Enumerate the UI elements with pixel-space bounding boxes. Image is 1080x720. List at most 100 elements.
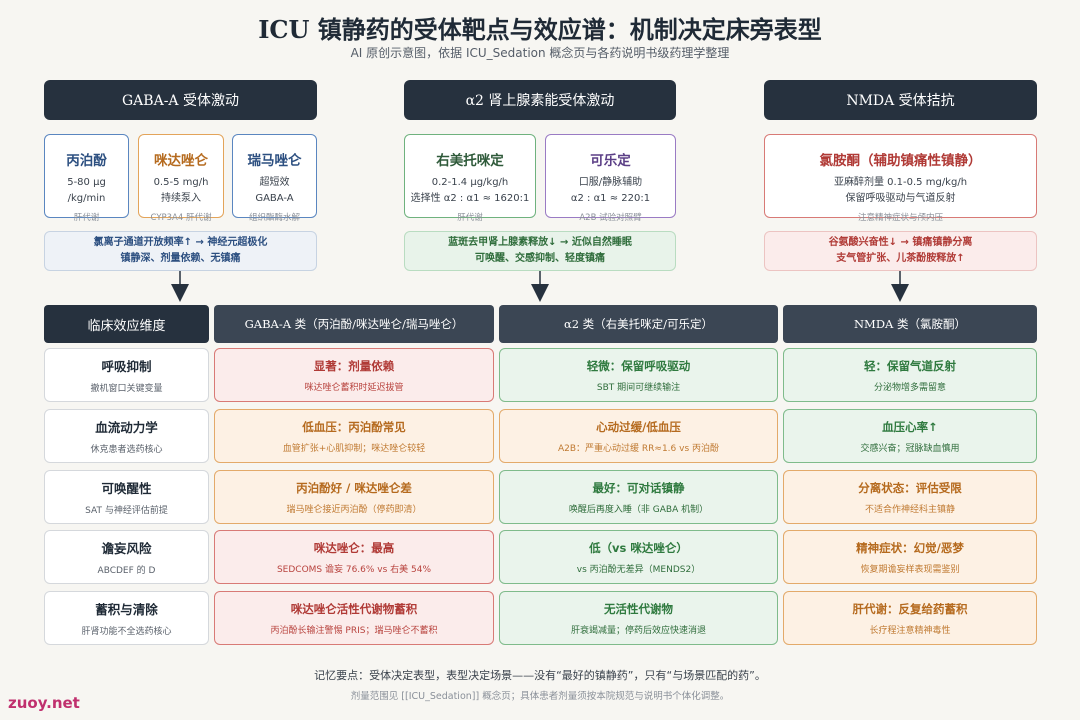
cell-sub: 长疗程注意精神毒性 [869,625,951,636]
cell-sub: 肝衰竭减量；停药后效应快速消退 [570,625,706,636]
row-label-hemodynamics: 血流动力学 休克患者选药核心 [44,409,209,463]
table-cell: 分离状态：评估受限 不适合作神经科主镇静 [783,470,1037,524]
cell-sub: 分泌物增多需留意 [873,382,946,393]
row-label-respiratory: 呼吸抑制 撤机窗口关键变量 [44,348,209,402]
column-header-alpha2: α2 类（右美托咪定/可乐定） [499,305,778,343]
drug-card-remimazolam: 瑞马唑仑 超短效 GABA-A 组织酯酶水解 [232,134,317,223]
table-corner-header: 临床效应维度 [44,305,209,343]
drug-card-ketamine: 氯胺酮（辅助镇痛性镇静） 亚麻醉剂量 0.1-0.5 mg/kg/h 保留呼吸驱… [764,134,1037,223]
drug-dose: 选择性 α2 : α1 ≈ 1620:1 [410,193,530,204]
mechanism-line: 蓝斑去甲肾上腺素释放↓ → 近似自然睡眠 [448,237,632,248]
footer-note: 记忆要点：受体决定表型，表型决定场景——没有“最好的镇静药”，只有“与场景匹配的… [314,669,766,682]
table-cell: 心动过缓/低血压 A2B：严重心动过缓 RR≈1.6 vs 丙泊酚 [499,409,778,463]
cell-main: 肝代谢：反复给药蓄积 [852,601,968,616]
arrow-down-icon [891,271,909,302]
cell-main: 轻微：保留呼吸驱动 [586,358,691,373]
mechanism-line: 可唤醒、交感抑制、轻度镇痛 [475,253,605,264]
drug-card-clonidine: 可乐定 口服/静脉辅助 α2 : α1 ≈ 220:1 A2B 试验对照臂 [545,134,676,223]
arrow-down-icon [171,271,189,302]
drug-dose: 0.5-5 mg/h [153,177,209,188]
cell-main: 咪达唑仑：最高 [313,540,395,555]
drug-dose: 0.2-1.4 μg/kg/h [431,177,509,188]
page-title: ICU 镇静药的受体靶点与效应谱：机制决定床旁表型 [258,15,822,44]
group-header-nmda: NMDA 受体拮抗 [764,80,1037,120]
table-cell: 轻：保留气道反射 分泌物增多需留意 [783,348,1037,402]
cell-sub: 恢复期谵妄样表现需鉴别 [860,564,960,575]
group-header-alpha2: α2 肾上腺素能受体激动 [404,80,676,120]
cell-main: 血压心率↑ [882,419,938,434]
drug-note: CYP3A4 肝代谢 [150,213,212,223]
mechanism-line: 谷氨酸兴奋性↓ → 镇痛镇静分离 [828,237,973,248]
table-cell: 无活性代谢物 肝衰竭减量；停药后效应快速消退 [499,591,778,645]
drug-name: 咪达唑仑 [154,153,208,169]
drug-dose: 超短效 [259,177,290,188]
arrow-down-icon [531,271,549,302]
drug-card-propofol: 丙泊酚 5-80 μg /kg/min 肝代谢 [44,134,129,223]
cell-main: 分离状态：评估受限 [858,480,962,495]
mechanism-box-gaba: 氯离子通道开放频率↑ → 神经元超极化 镇静深、剂量依赖、无镇痛 [44,231,317,271]
table-cell: 低血压：丙泊酚常见 血管扩张+心肌抑制；咪达唑仑较轻 [214,409,494,463]
drug-dose: 持续泵入 [161,193,201,204]
table-cell: 咪达唑仑：最高 SEDCOMS 谵妄 76.6% vs 右美 54% [214,530,494,584]
drug-name: 可乐定 [590,153,631,169]
drug-name: 丙泊酚 [66,153,107,169]
drug-dose: 5-80 μg [67,177,106,188]
table-cell: 精神症状：幻觉/恶梦 恢复期谵妄样表现需鉴别 [783,530,1037,584]
drug-dose: GABA-A [255,193,294,204]
cell-main: 低血压：丙泊酚常见 [302,419,406,434]
table-cell: 显著：剂量依赖 咪达唑仑蓄积时延迟拔管 [214,348,494,402]
cell-main: 显著：剂量依赖 [313,358,395,373]
table-cell: 轻微：保留呼吸驱动 SBT 期间可继续输注 [499,348,778,402]
cell-sub: A2B：严重心动过缓 RR≈1.6 vs 丙泊酚 [557,443,720,454]
drug-note: 肝代谢 [73,213,100,223]
mechanism-line: 支气管扩张、儿茶酚胺释放↑ [836,253,965,264]
cell-main: 咪达唑仑活性代谢物蓄积 [290,601,418,616]
table-cell: 血压心率↑ 交感兴奋；冠脉缺血慎用 [783,409,1037,463]
watermark: zuoy.net [8,694,80,712]
cell-sub: 唤醒后再度入睡（非 GABA 机制） [568,504,709,515]
row-label-sub: SAT 与神经评估前提 [85,506,168,516]
drug-dose: α2 : α1 ≈ 220:1 [570,193,651,204]
cell-sub: 瑞马唑仑接近丙泊酚（停药即清） [286,504,422,515]
row-label-sub: 撤机窗口关键变量 [90,384,163,394]
cell-sub: SEDCOMS 谵妄 76.6% vs 右美 54% [276,564,432,575]
cell-sub: 丙泊酚长输注警惕 PRIS；瑞马唑仑不蓄积 [270,625,438,636]
drug-dose: /kg/min [67,193,106,204]
row-label-title: 蓄积与清除 [95,602,158,617]
row-label-sub: 休克患者选药核心 [90,445,163,455]
page-subtitle: AI 原创示意图，依据 ICU_Sedation 概念页与各药说明书级药理学整理 [350,46,730,60]
drug-note: 注意精神症状与颅内压 [857,213,943,223]
drug-name: 瑞马唑仑 [247,153,302,169]
drug-name: 氯胺酮（辅助镇痛性镇静） [819,153,982,169]
row-label-clearance: 蓄积与清除 肝肾功能不全选药核心 [44,591,209,645]
footer-source: 剂量范围见 [[ICU_Sedation]] 概念页；具体患者剂量须按本院规范与… [350,691,730,702]
drug-name: 右美托咪定 [436,153,504,169]
mechanism-box-nmda: 谷氨酸兴奋性↓ → 镇痛镇静分离 支气管扩张、儿茶酚胺释放↑ [764,231,1037,271]
table-cell: 咪达唑仑活性代谢物蓄积 丙泊酚长输注警惕 PRIS；瑞马唑仑不蓄积 [214,591,494,645]
row-label-title: 血流动力学 [95,420,158,435]
cell-main: 低（vs 咪达唑仑） [589,540,688,555]
cell-main: 轻：保留气道反射 [864,358,956,373]
row-label-sub: 肝肾功能不全选药核心 [81,627,172,637]
mechanism-line: 氯离子通道开放频率↑ → 神经元超极化 [93,237,268,248]
column-header-gaba: GABA-A 类（丙泊酚/咪达唑仑/瑞马唑仑） [214,305,494,343]
drug-dose: 亚麻醉剂量 0.1-0.5 mg/kg/h [833,177,968,188]
mechanism-box-alpha2: 蓝斑去甲肾上腺素释放↓ → 近似自然睡眠 可唤醒、交感抑制、轻度镇痛 [404,231,676,271]
row-label-title: 可唤醒性 [101,481,152,496]
cell-main: 无活性代谢物 [604,601,673,616]
column-header-nmda: NMDA 类（氯胺酮） [783,305,1037,343]
row-label-sub: ABCDEF 的 D [97,566,156,576]
mechanism-line: 镇静深、剂量依赖、无镇痛 [120,253,241,264]
row-label-delirium: 谵妄风险 ABCDEF 的 D [44,530,209,584]
row-label-title: 呼吸抑制 [101,359,152,374]
cell-sub: 咪达唑仑蓄积时延迟拔管 [304,382,404,393]
drug-note: A2B 试验对照臂 [579,213,642,223]
drug-card-dexmedetomidine: 右美托咪定 0.2-1.4 μg/kg/h 选择性 α2 : α1 ≈ 1620… [404,134,536,223]
cell-main: 丙泊酚好 / 咪达唑仑差 [296,480,412,495]
table-cell: 低（vs 咪达唑仑） vs 丙泊酚无差异（MENDS2） [499,530,778,584]
cell-sub: 不适合作神经科主镇静 [864,504,955,515]
drug-dose: 保留呼吸驱动与气道反射 [845,193,956,204]
cell-sub: 血管扩张+心肌抑制；咪达唑仑较轻 [282,443,426,454]
drug-note: 组织酯酶水解 [248,213,300,223]
row-label-title: 谵妄风险 [101,541,152,556]
